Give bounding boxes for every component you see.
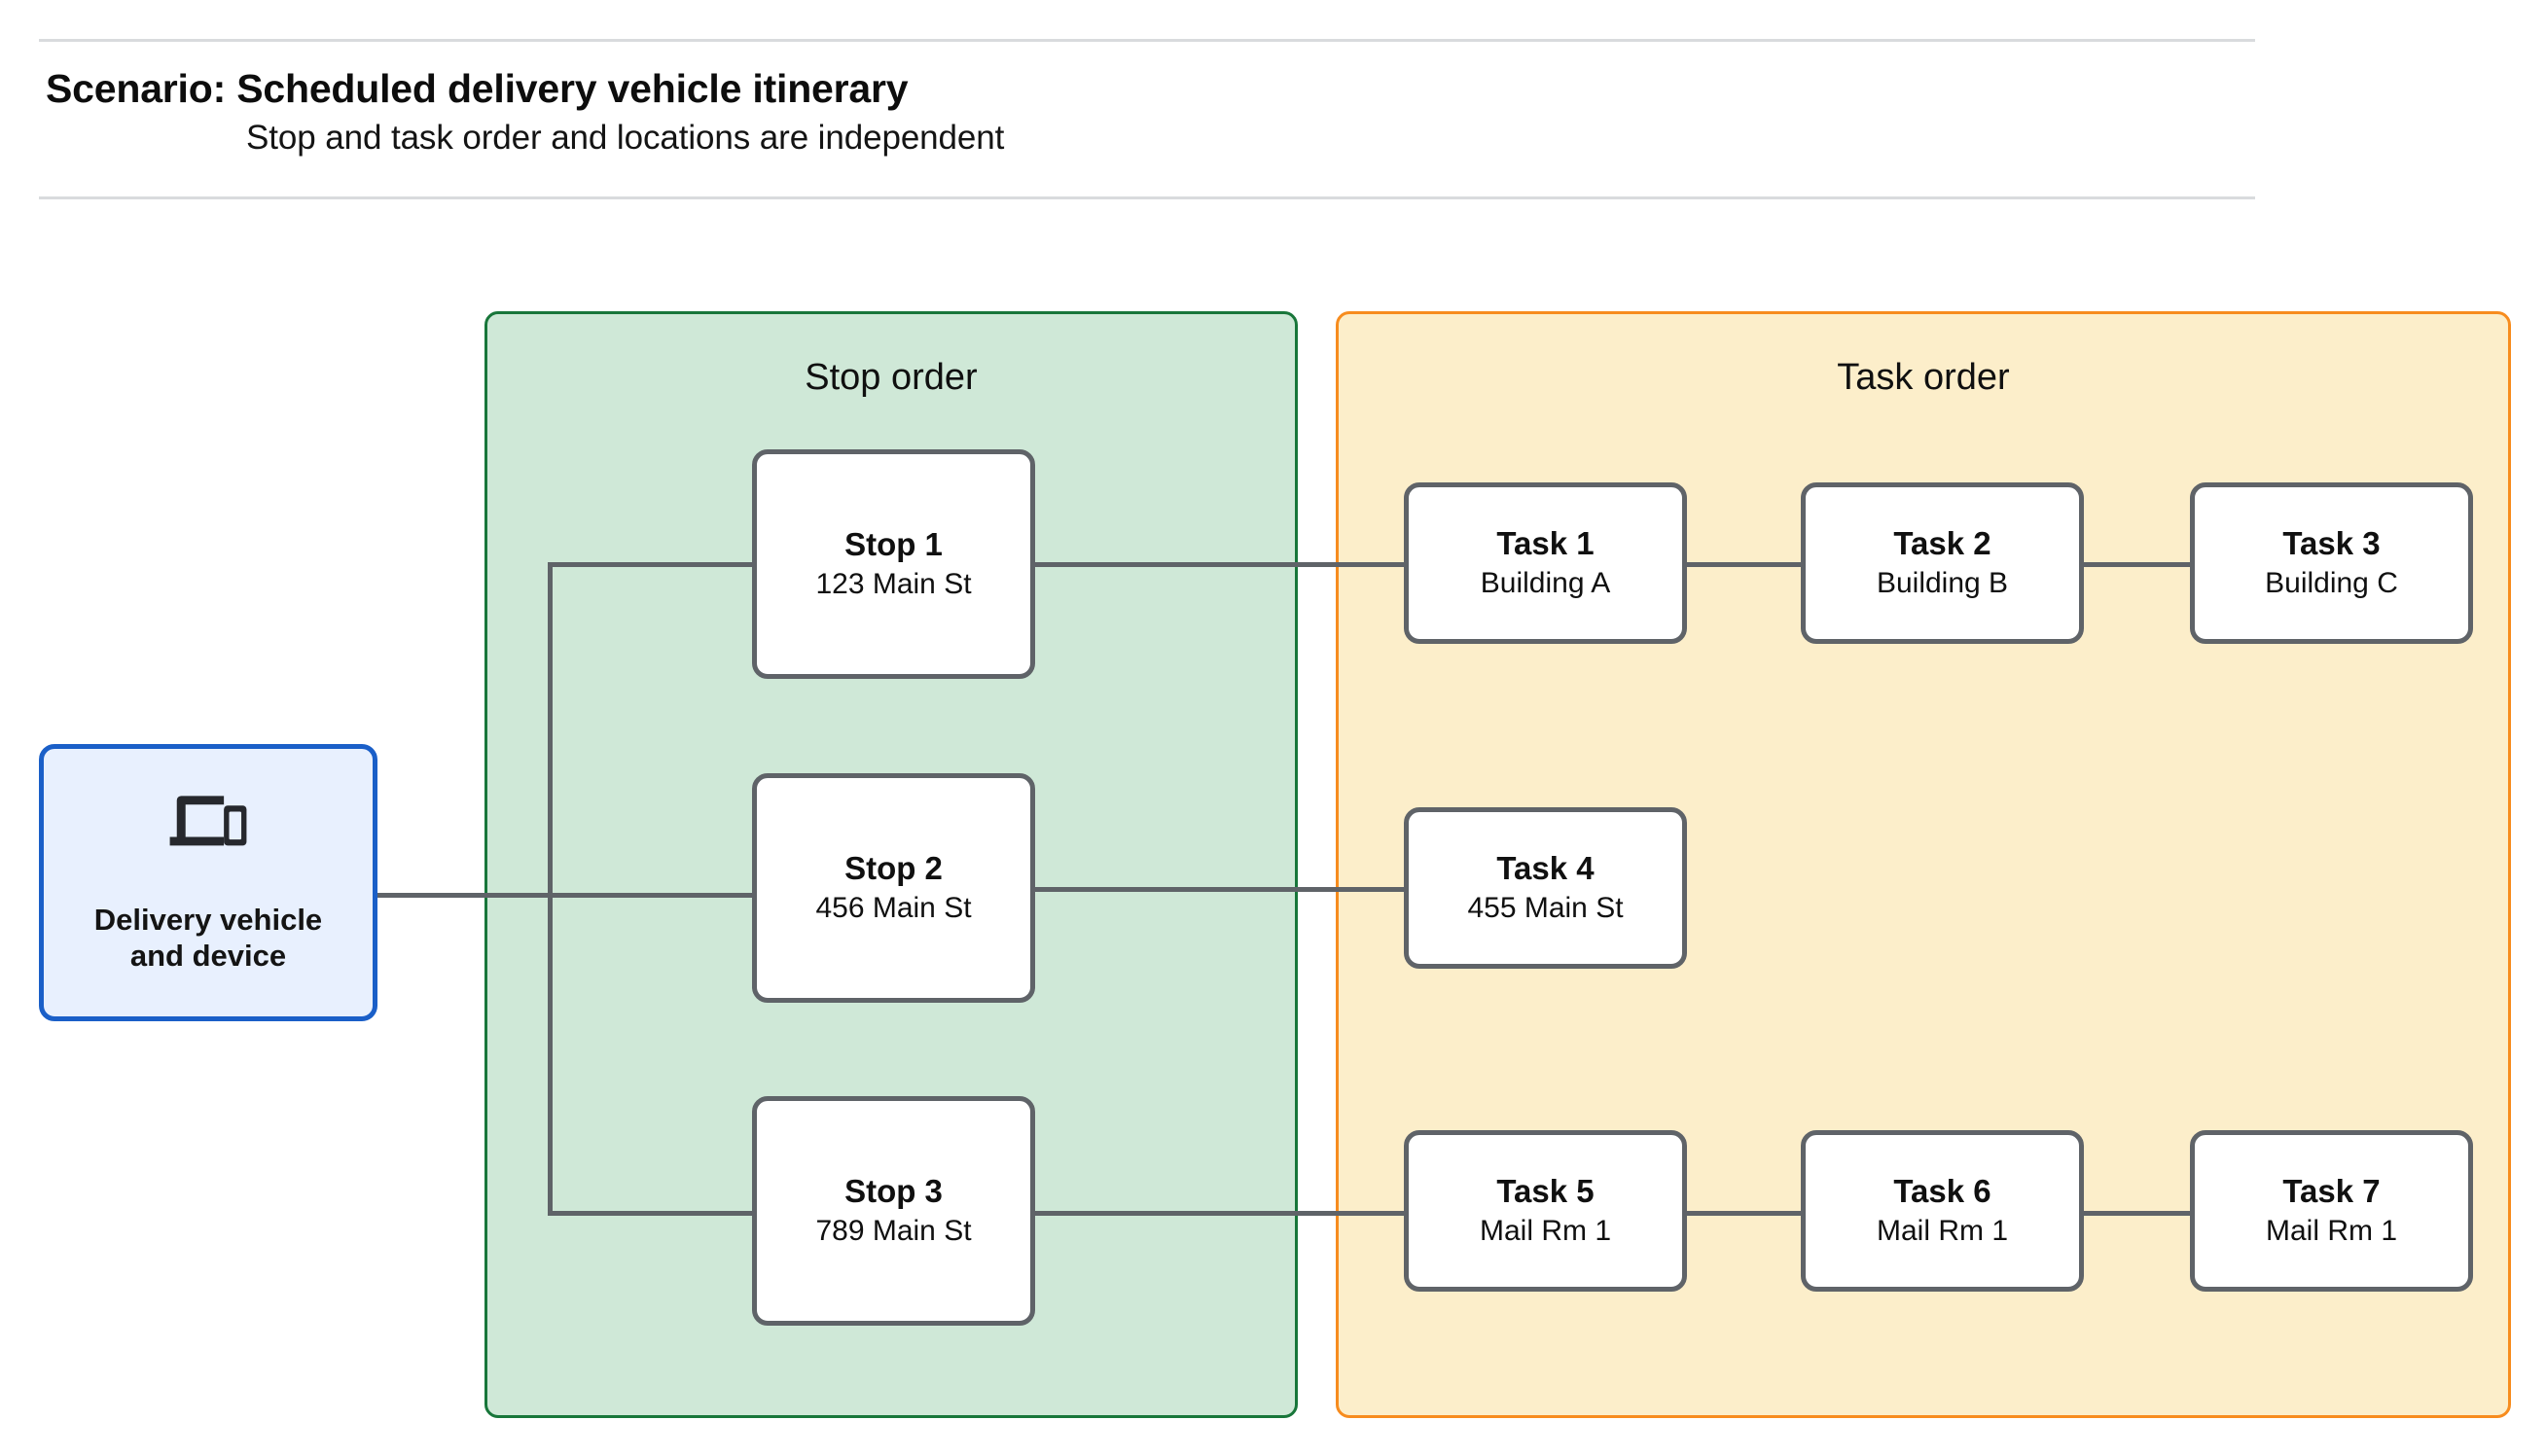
task-node-5[interactable]: Task 5 Mail Rm 1 bbox=[1404, 1130, 1687, 1292]
page-subtitle: Stop and task order and locations are in… bbox=[246, 119, 1005, 157]
task-node-detail: 455 Main St bbox=[1467, 891, 1624, 924]
page-title: Scenario: Scheduled delivery vehicle iti… bbox=[46, 66, 909, 111]
connector-stop-2-to-task-4 bbox=[1031, 887, 1406, 892]
task-node-title: Task 6 bbox=[1893, 1173, 1991, 1210]
devices-icon bbox=[169, 796, 247, 846]
connector-task-2-to-task-3 bbox=[2081, 562, 2192, 567]
header-divider-bottom bbox=[39, 196, 2255, 199]
task-node-7[interactable]: Task 7 Mail Rm 1 bbox=[2190, 1130, 2473, 1292]
stop-node-title: Stop 2 bbox=[844, 850, 943, 887]
task-node-detail: Building C bbox=[2265, 566, 2398, 599]
task-node-title: Task 4 bbox=[1496, 850, 1595, 887]
task-node-detail: Mail Rm 1 bbox=[1479, 1214, 1611, 1247]
connector-task-5-to-task-6 bbox=[1684, 1211, 1803, 1216]
task-node-2[interactable]: Task 2 Building B bbox=[1801, 482, 2084, 644]
stop-node-title: Stop 3 bbox=[844, 1173, 943, 1210]
task-node-3[interactable]: Task 3 Building C bbox=[2190, 482, 2473, 644]
task-node-title: Task 2 bbox=[1893, 525, 1991, 562]
task-node-detail: Mail Rm 1 bbox=[2265, 1214, 2397, 1247]
task-node-title: Task 1 bbox=[1496, 525, 1595, 562]
task-node-title: Task 7 bbox=[2282, 1173, 2381, 1210]
task-node-1[interactable]: Task 1 Building A bbox=[1404, 482, 1687, 644]
stop-order-group-title: Stop order bbox=[805, 357, 978, 398]
stop-node-1[interactable]: Stop 1 123 Main St bbox=[752, 449, 1035, 679]
stop-node-detail: 123 Main St bbox=[815, 567, 972, 600]
task-node-detail: Mail Rm 1 bbox=[1876, 1214, 2008, 1247]
task-node-4[interactable]: Task 4 455 Main St bbox=[1404, 807, 1687, 969]
header-divider-top bbox=[39, 39, 2255, 42]
connector-stop-1-to-task-1 bbox=[1031, 562, 1406, 567]
stop-node-detail: 456 Main St bbox=[815, 891, 972, 924]
stop-node-2[interactable]: Stop 2 456 Main St bbox=[752, 773, 1035, 1003]
delivery-vehicle-and-device-box[interactable]: Delivery vehicle and device bbox=[39, 744, 377, 1021]
connector-stop-3-to-task-5 bbox=[1031, 1211, 1406, 1216]
connector-task-1-to-task-2 bbox=[1684, 562, 1803, 567]
task-node-title: Task 5 bbox=[1496, 1173, 1595, 1210]
task-node-detail: Building B bbox=[1876, 566, 2009, 599]
connector-trunk-to-stop-1 bbox=[548, 562, 754, 567]
task-order-group-title: Task order bbox=[1837, 357, 2010, 398]
connector-device-to-trunk bbox=[377, 893, 553, 898]
task-node-title: Task 3 bbox=[2282, 525, 2381, 562]
connector-trunk-to-stop-3 bbox=[548, 1211, 754, 1216]
task-node-6[interactable]: Task 6 Mail Rm 1 bbox=[1801, 1130, 2084, 1292]
stop-node-title: Stop 1 bbox=[844, 526, 943, 563]
connector-stop-trunk bbox=[548, 562, 553, 1216]
connector-task-6-to-task-7 bbox=[2081, 1211, 2192, 1216]
task-node-detail: Building A bbox=[1480, 566, 1611, 599]
connector-trunk-to-stop-2 bbox=[548, 893, 754, 898]
delivery-vehicle-and-device-label: Delivery vehicle and device bbox=[93, 903, 323, 973]
stop-node-3[interactable]: Stop 3 789 Main St bbox=[752, 1096, 1035, 1326]
stop-node-detail: 789 Main St bbox=[815, 1214, 972, 1247]
